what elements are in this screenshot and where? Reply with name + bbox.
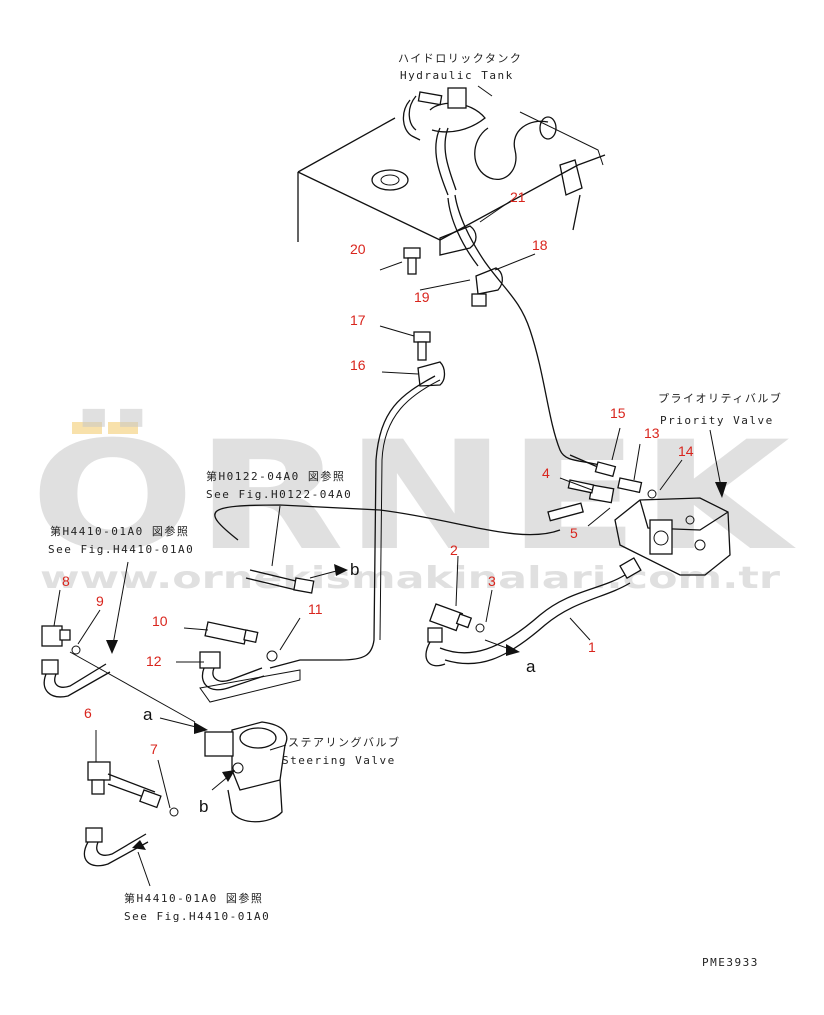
- hose-left: [41, 659, 111, 698]
- part-number-20: 20: [350, 241, 366, 257]
- label-hydraulic-tank-jp: ハイドロリックタンク: [398, 52, 522, 65]
- hose-h0122: [245, 569, 315, 594]
- line-to-steering: [69, 651, 196, 723]
- label-steering-valve-jp: ステアリングバルブ: [288, 735, 401, 749]
- label-ref-h0122-en: See Fig.H0122-04A0: [206, 488, 352, 501]
- part-number-7: 7: [150, 741, 158, 757]
- part-number-13: 13: [644, 425, 660, 441]
- connection-b-bottom: b: [199, 797, 208, 816]
- hose-end-1: [425, 627, 446, 667]
- priority-valve: [614, 497, 731, 576]
- part-number-5: 5: [570, 525, 578, 541]
- label-priority-valve-en: Priority Valve: [660, 414, 774, 427]
- clamp-16: [417, 361, 446, 387]
- label-ref-h4410-top-jp: 第H4410-01A0 図参照: [50, 524, 189, 538]
- elbow-2: [429, 603, 473, 632]
- part-numbers: 1 2 3 4 5 6 7 8 9 10 11 12 13 14 15 16 1…: [62, 189, 694, 757]
- watermark-url: www.ornekismakinalari.com.tr: [40, 561, 780, 596]
- part-number-16: 16: [350, 357, 366, 373]
- connection-a-left: a: [143, 705, 153, 724]
- watermark: ÖRNEK www.ornekismakinalari.com.tr: [30, 408, 796, 596]
- o-ring-3: [475, 623, 485, 633]
- o-ring-9: [71, 645, 81, 655]
- fitting-13: [617, 477, 643, 494]
- part-number-21: 21: [510, 189, 526, 205]
- part-number-15: 15: [610, 405, 626, 421]
- label-ref-h4410-bottom-jp: 第H4410-01A0 図参照: [124, 891, 263, 905]
- tank-filler-cap: [371, 169, 409, 191]
- part-number-19: 19: [414, 289, 430, 305]
- hose-5: [547, 502, 584, 522]
- fitting-10: [204, 621, 259, 645]
- part-number-14: 14: [678, 443, 694, 459]
- elbow-8: [41, 625, 71, 647]
- elbow-6: [87, 761, 162, 809]
- watermark-accent-1: [72, 422, 102, 434]
- hydraulic-tank: [297, 87, 606, 242]
- o-ring-14: [647, 489, 657, 499]
- steering-valve: [204, 721, 288, 823]
- label-ref-h4410-top-en: See Fig.H4410-01A0: [48, 543, 194, 556]
- part-number-2: 2: [450, 542, 458, 558]
- watermark-accent-2: [108, 422, 138, 434]
- o-ring-11: [266, 650, 278, 662]
- leader-lines: [53, 85, 727, 887]
- steering-line: [269, 375, 436, 669]
- hose-bottom: [83, 827, 149, 867]
- bolt-20: [403, 247, 421, 275]
- o-ring-7: [169, 807, 179, 817]
- clamp-18: [475, 267, 503, 295]
- hose-15: [569, 454, 617, 478]
- label-ref-h4410-bottom-en: See Fig.H4410-01A0: [124, 910, 270, 923]
- part-number-9: 9: [96, 593, 104, 609]
- nut-19: [471, 293, 487, 307]
- part-number-10: 10: [152, 613, 168, 629]
- elbow-12: [199, 651, 265, 691]
- label-ref-h0122-jp: 第H0122-04A0 図参照: [206, 469, 345, 483]
- part-number-1: 1: [588, 639, 596, 655]
- part-number-17: 17: [350, 312, 366, 328]
- connection-letters: a a b b: [143, 560, 536, 816]
- label-steering-valve-en: Steering Valve: [282, 754, 396, 767]
- part-number-4: 4: [542, 465, 550, 481]
- part-number-12: 12: [146, 653, 162, 669]
- bolt-17: [413, 331, 431, 361]
- text-labels: ハイドロリックタンク Hydraulic Tank プライオリティバルブ Pri…: [48, 52, 782, 969]
- label-hydraulic-tank-en: Hydraulic Tank: [400, 69, 514, 82]
- hose-1: [439, 557, 642, 665]
- part-number-18: 18: [532, 237, 548, 253]
- return-hose: [454, 194, 601, 466]
- pilot-line: [214, 504, 561, 541]
- label-priority-valve-jp: プライオリティバルブ: [658, 391, 782, 405]
- part-number-8: 8: [62, 573, 70, 589]
- connection-b-top: b: [350, 560, 359, 579]
- watermark-logo: ÖRNEK: [30, 408, 796, 584]
- part-number-6: 6: [84, 705, 92, 721]
- figure-code: PME3933: [702, 956, 759, 969]
- clamp-21: [439, 225, 477, 256]
- part-number-11: 11: [308, 601, 323, 617]
- connection-a-right: a: [526, 657, 536, 676]
- part-number-3: 3: [488, 573, 496, 589]
